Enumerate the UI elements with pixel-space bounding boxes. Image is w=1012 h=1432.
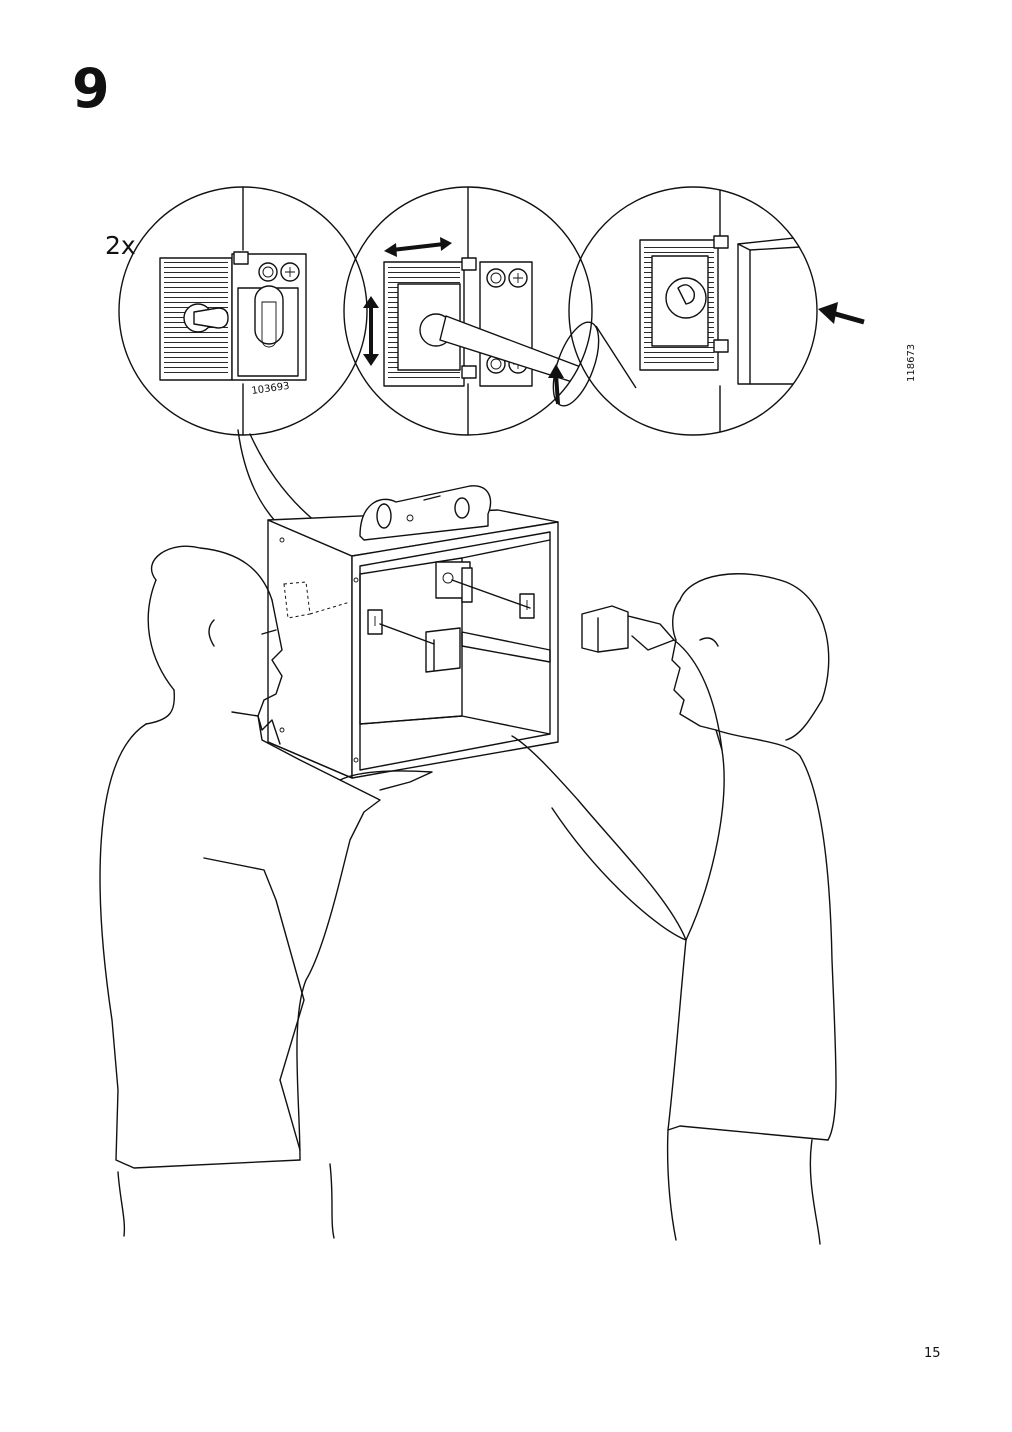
wall-cabinet	[267, 509, 629, 779]
woman-figure	[511, 573, 837, 1245]
part-number: 103693	[251, 381, 290, 397]
step-number: 9	[72, 57, 110, 120]
detail-circle-2	[343, 186, 593, 436]
spirit-level-icon	[359, 485, 492, 541]
rotate-arrow-icon	[548, 321, 637, 407]
illustration-code: 118673	[906, 344, 917, 382]
quantity-label: 2x	[105, 231, 136, 260]
page-number: 15	[924, 1346, 941, 1361]
double-arrow-horizontal-icon	[384, 237, 452, 257]
man-figure	[99, 545, 433, 1239]
double-arrow-vertical-icon	[363, 296, 379, 366]
detail-circle-3: 118673	[568, 186, 917, 436]
push-arrow-icon	[818, 302, 865, 325]
detail-circle-1: 2x 103693	[105, 186, 368, 436]
